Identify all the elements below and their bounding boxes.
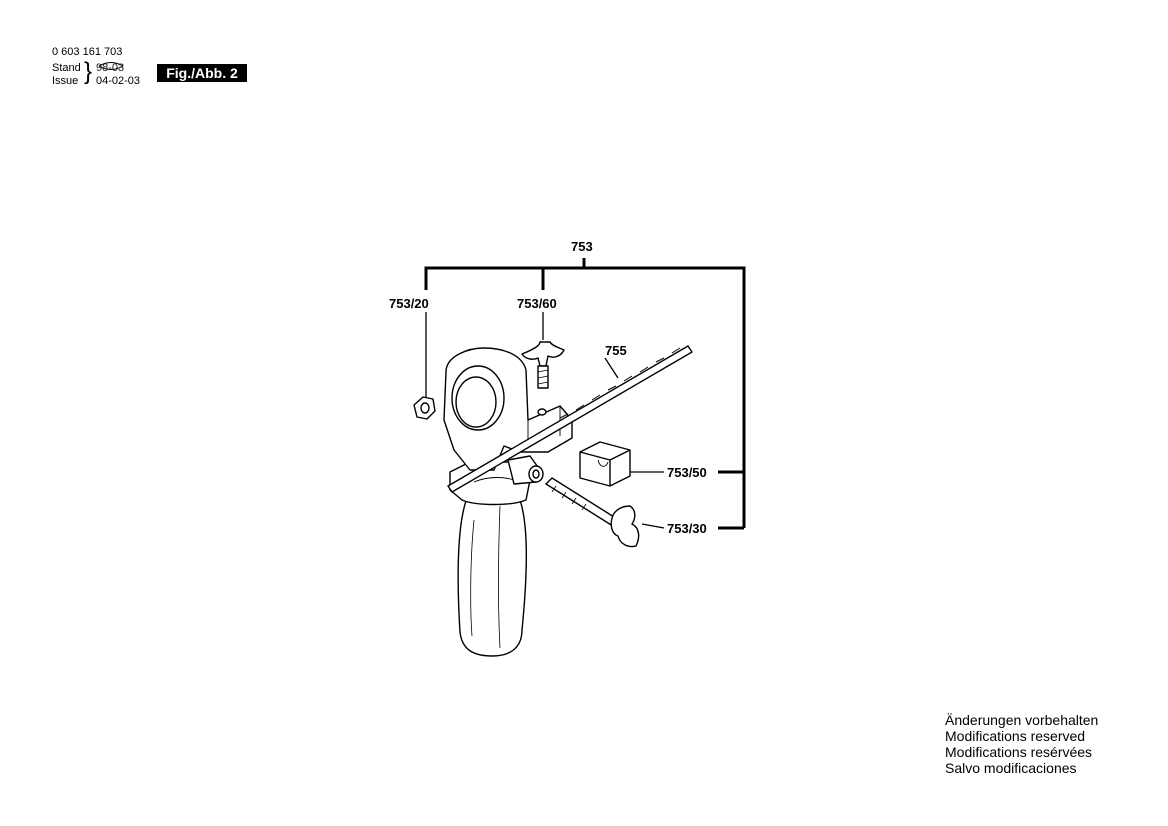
stand-value-struck: 98-03	[96, 62, 125, 74]
strikethrough-icon	[98, 62, 124, 70]
hex-nut-icon	[413, 396, 436, 420]
note-en: Modifications reserved	[945, 728, 1086, 744]
assembly-bracket-lines	[424, 258, 746, 530]
note-de: Änderungen vorbehalten	[945, 712, 1099, 728]
part-drawings	[413, 341, 693, 657]
handle-grip-icon	[457, 497, 527, 657]
stop-block-icon	[579, 441, 631, 487]
part-label-753-30: 753/30	[667, 521, 707, 536]
part-label-753-60: 753/60	[517, 296, 557, 311]
issue-value: 04-02-03	[96, 75, 141, 87]
leader-lines	[425, 312, 665, 529]
part-label-753: 753	[571, 239, 593, 254]
bracket-icon: }	[84, 58, 93, 85]
modification-notes: Änderungen vorbehalten Modifications res…	[945, 712, 1098, 776]
issue-label: Issue	[52, 75, 79, 87]
stand-label: Stand	[52, 62, 81, 74]
note-es: Salvo modificaciones	[945, 760, 1077, 776]
part-label-753-50: 753/50	[667, 465, 707, 480]
part-label-753-20: 753/20	[389, 296, 429, 311]
note-fr: Modifications resérvées	[945, 744, 1093, 760]
part-number: 0 603 161 703	[52, 46, 123, 58]
part-label-755: 755	[605, 343, 627, 358]
wing-bolt-icon	[545, 477, 640, 548]
depth-rod-icon	[447, 345, 693, 493]
wing-screw-icon	[521, 341, 565, 416]
figure-label: Fig./Abb. 2	[157, 64, 247, 82]
clamp-knob-icon	[507, 455, 544, 485]
